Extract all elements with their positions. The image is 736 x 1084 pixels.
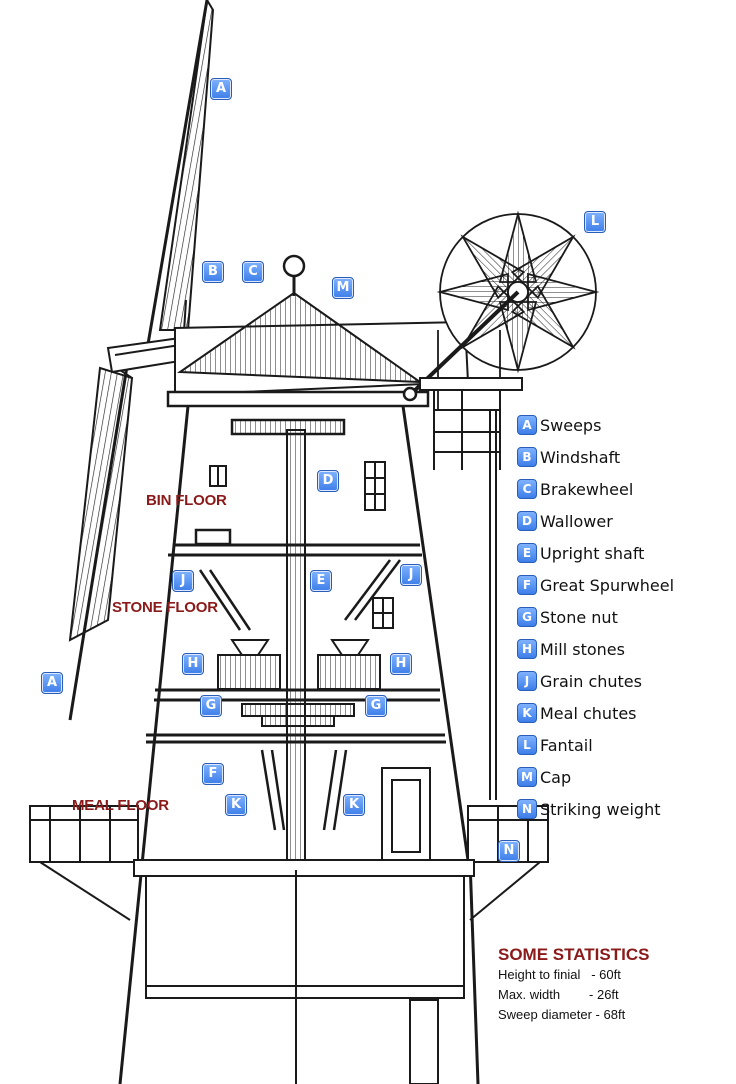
legend-text: Windshaft — [540, 447, 621, 467]
fantail-staging — [419, 377, 523, 800]
badge-c: C — [242, 261, 264, 283]
legend-key: J — [517, 671, 537, 691]
badge-b: B — [202, 261, 224, 283]
badge-k-right: K — [343, 794, 365, 816]
badge-e: E — [310, 570, 332, 592]
badge-j-right: J — [400, 564, 422, 586]
badge-n: N — [498, 840, 520, 862]
upper-sweep — [145, 0, 215, 351]
spurwheel-drawing — [241, 703, 355, 727]
badge-d: D — [317, 470, 339, 492]
legend-key: G — [517, 607, 537, 627]
meal-chutes-drawing — [260, 749, 348, 831]
legend-text: Stone nut — [540, 607, 618, 627]
floor-label-meal: MEAL FLOOR — [72, 797, 169, 814]
statistics-panel: SOME STATISTICS Height to finial - 60ft … — [498, 945, 649, 1025]
lower-sweep — [68, 359, 134, 721]
badge-h-left: H — [182, 653, 204, 675]
legend-text: Mill stones — [540, 639, 625, 659]
badge-a-top: A — [210, 78, 232, 100]
badge-m: M — [332, 277, 354, 299]
gallery-stage — [29, 805, 549, 1084]
legend-text: Wallower — [540, 511, 613, 531]
badge-h-right: H — [390, 653, 412, 675]
legend-key: N — [517, 799, 537, 819]
mill-stones-drawing — [217, 639, 381, 690]
legend-text: Upright shaft — [540, 543, 645, 563]
floor-label-bin: BIN FLOOR — [146, 492, 227, 509]
statistic-sweep-diameter: Sweep diameter - 68ft — [498, 1007, 626, 1022]
legend-text: Brakewheel — [540, 479, 634, 499]
legend-text: Striking weight — [540, 799, 661, 819]
floor-label-stone: STONE FLOOR — [112, 599, 218, 616]
statistics-title: SOME STATISTICS — [498, 945, 650, 964]
legend-text: Fantail — [540, 735, 593, 755]
legend-key: E — [517, 543, 537, 563]
legend-text: Meal chutes — [540, 703, 637, 723]
legend-key: D — [517, 511, 537, 531]
legend-text: Grain chutes — [540, 671, 642, 691]
badge-k-left: K — [225, 794, 247, 816]
upright-shaft — [286, 429, 306, 871]
grain-chutes-drawing — [194, 528, 401, 631]
legend-text: Sweeps — [540, 415, 602, 435]
badge-g-left: G — [200, 695, 222, 717]
legend-key: M — [517, 767, 537, 787]
badge-j-left: J — [172, 570, 194, 592]
legend-text: Great Spurwheel — [540, 575, 675, 595]
legend-text: Cap — [540, 767, 572, 787]
legend-key: B — [517, 447, 537, 467]
cap-beam — [166, 386, 430, 436]
badge-f: F — [202, 763, 224, 785]
legend-key: F — [517, 575, 537, 595]
legend-key: A — [517, 415, 537, 435]
legend-key: L — [517, 735, 537, 755]
badge-l: L — [584, 211, 606, 233]
legend-key: C — [517, 479, 537, 499]
tower-windows — [209, 461, 431, 861]
badge-a-bottom: A — [41, 672, 63, 694]
badge-g-right: G — [365, 695, 387, 717]
legend-key: H — [517, 639, 537, 659]
statistic-height: Height to finial - 60ft — [498, 967, 621, 982]
fantail-drawing — [408, 210, 600, 410]
statistic-width: Max. width - 26ft — [498, 987, 619, 1002]
legend-key: K — [517, 703, 537, 723]
